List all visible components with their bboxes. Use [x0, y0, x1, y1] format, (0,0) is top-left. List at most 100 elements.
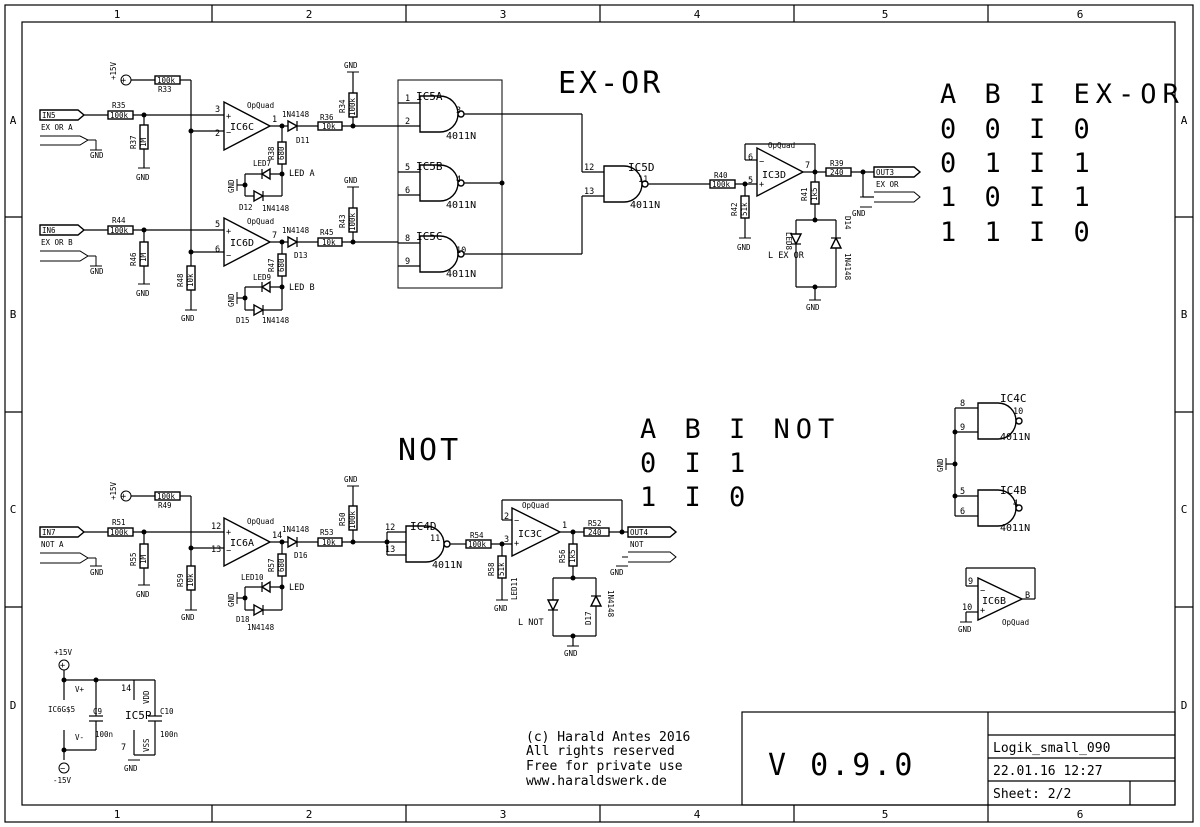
- value-label: 10k: [322, 538, 336, 547]
- svg-text:−: −: [759, 157, 764, 167]
- ref-label: R36: [320, 113, 334, 122]
- exor-output-stage: −+ IC3D OpQuad 657 240 R39 OUT3 EX OR GN…: [744, 141, 922, 312]
- svg-text:11: 11: [430, 534, 440, 544]
- svg-text:9: 9: [960, 423, 965, 433]
- svg-text:5: 5: [960, 487, 965, 497]
- svg-text:5: 5: [405, 163, 410, 173]
- net-label: EX OR A: [41, 123, 73, 132]
- connector-out3: [873, 166, 922, 178]
- col-label: 6: [1077, 8, 1084, 21]
- row-label: D: [10, 699, 17, 712]
- supply-label: +15V: [54, 648, 73, 657]
- opamp-ic3c: [511, 506, 562, 558]
- diode-d16-icon: [287, 535, 299, 549]
- exor-table-row: 1 1 I 0: [940, 217, 1096, 248]
- svg-text:13: 13: [385, 545, 395, 555]
- gnd-label: GND: [610, 568, 624, 577]
- part-value: 1N4148: [247, 623, 275, 632]
- part-value: 1N4148: [262, 204, 290, 213]
- title-block: V 0.9.0 Logik_small_090 22.01.16 12:27 S…: [741, 711, 1176, 806]
- led-led8-icon: [789, 233, 803, 246]
- ref-label: D18: [236, 615, 250, 624]
- led-label: LED: [289, 583, 304, 593]
- part-label: IC5P: [125, 709, 152, 722]
- connector-in5: [39, 109, 86, 121]
- svg-text:4: 4: [1013, 499, 1018, 509]
- part-label: IC6D: [230, 238, 254, 249]
- copyright-line: (c) Harald Antes 2016: [526, 730, 690, 745]
- ref-label: R37: [129, 135, 138, 149]
- opamp-ic6d: [223, 216, 272, 268]
- part-value: OpQuad: [1002, 618, 1029, 627]
- not-table-row: 0 I 1: [640, 448, 751, 479]
- ref-label: R41: [800, 187, 809, 201]
- pin-label: VSS: [142, 738, 151, 752]
- svg-text:5: 5: [215, 220, 220, 230]
- ref-label: R53: [320, 528, 334, 537]
- part-value: 1N4148: [282, 226, 310, 235]
- connector-out4: [627, 526, 678, 538]
- value-label: 100k: [157, 492, 176, 501]
- svg-text:12: 12: [211, 522, 221, 532]
- svg-text:6: 6: [405, 186, 410, 196]
- svg-text:+: +: [980, 606, 985, 616]
- opamp-ic6c: [223, 100, 272, 152]
- svg-text:10: 10: [962, 603, 972, 613]
- svg-text:8: 8: [405, 234, 410, 244]
- minus-sign: −: [60, 764, 65, 774]
- ref-label: R42: [730, 202, 739, 216]
- not-table-row: 1 I 0: [640, 482, 751, 513]
- ref-label: R56: [558, 549, 567, 563]
- supply-label: +15V: [109, 61, 118, 80]
- sheet-frame: [4, 4, 1194, 823]
- col-label: 6: [1077, 808, 1084, 821]
- ref-label: R40: [714, 171, 728, 180]
- value-label: 100k: [110, 226, 129, 235]
- net-label: EX OR: [876, 180, 899, 189]
- gnd-label: GND: [124, 764, 138, 773]
- part-value: OpQuad: [247, 217, 274, 226]
- row-label: A: [10, 114, 17, 127]
- supply-label: -15V: [53, 776, 72, 785]
- svg-text:+: +: [226, 112, 231, 122]
- exor-input-b-stage: IN6 EX OR B GND 100k R44 1M R46 GND 10k …: [39, 176, 398, 325]
- net-label: IN6: [42, 226, 56, 235]
- exor-table-row: 1 0 I 1: [940, 182, 1096, 213]
- value-label: 100n: [160, 730, 178, 739]
- svg-text:12: 12: [385, 523, 395, 533]
- svg-text:10: 10: [456, 246, 466, 256]
- gnd-label: GND: [806, 303, 820, 312]
- ref-label: R54: [470, 531, 484, 540]
- pin-label: B: [1025, 591, 1030, 601]
- ref-label: LED11: [510, 577, 519, 600]
- gnd-label: GND: [958, 625, 972, 634]
- gnd-label: GND: [136, 289, 150, 298]
- ref-label: R52: [588, 519, 602, 528]
- not-truth-table: A B I NOT 0 I 1 1 I 0: [640, 414, 834, 513]
- gnd-label: GND: [181, 314, 195, 323]
- part-label: IC5A: [416, 90, 443, 103]
- ref-label: R35: [112, 101, 126, 110]
- ref-label: R57: [267, 558, 276, 572]
- svg-text:−: −: [226, 251, 231, 261]
- ref-label: R59: [176, 573, 185, 587]
- value-label: 680: [277, 146, 286, 160]
- opamp-ic3d: [756, 146, 805, 198]
- col-label: 4: [694, 8, 701, 21]
- net-label: NOT: [630, 540, 644, 549]
- svg-text:3: 3: [504, 535, 509, 545]
- ref-label: D17: [584, 611, 593, 625]
- value-label: 10k: [322, 238, 336, 247]
- col-label: 2: [306, 8, 313, 21]
- part-value: 1N4148: [282, 525, 310, 534]
- svg-text:2: 2: [405, 117, 410, 127]
- col-label: 2: [306, 808, 313, 821]
- copyright-line: All rights reserved: [526, 744, 675, 759]
- svg-text:+: +: [226, 227, 231, 237]
- value-label: 100k: [712, 180, 731, 189]
- part-label: IC4B: [1000, 484, 1027, 497]
- net-label: IN7: [42, 528, 56, 537]
- svg-text:10: 10: [1013, 407, 1023, 417]
